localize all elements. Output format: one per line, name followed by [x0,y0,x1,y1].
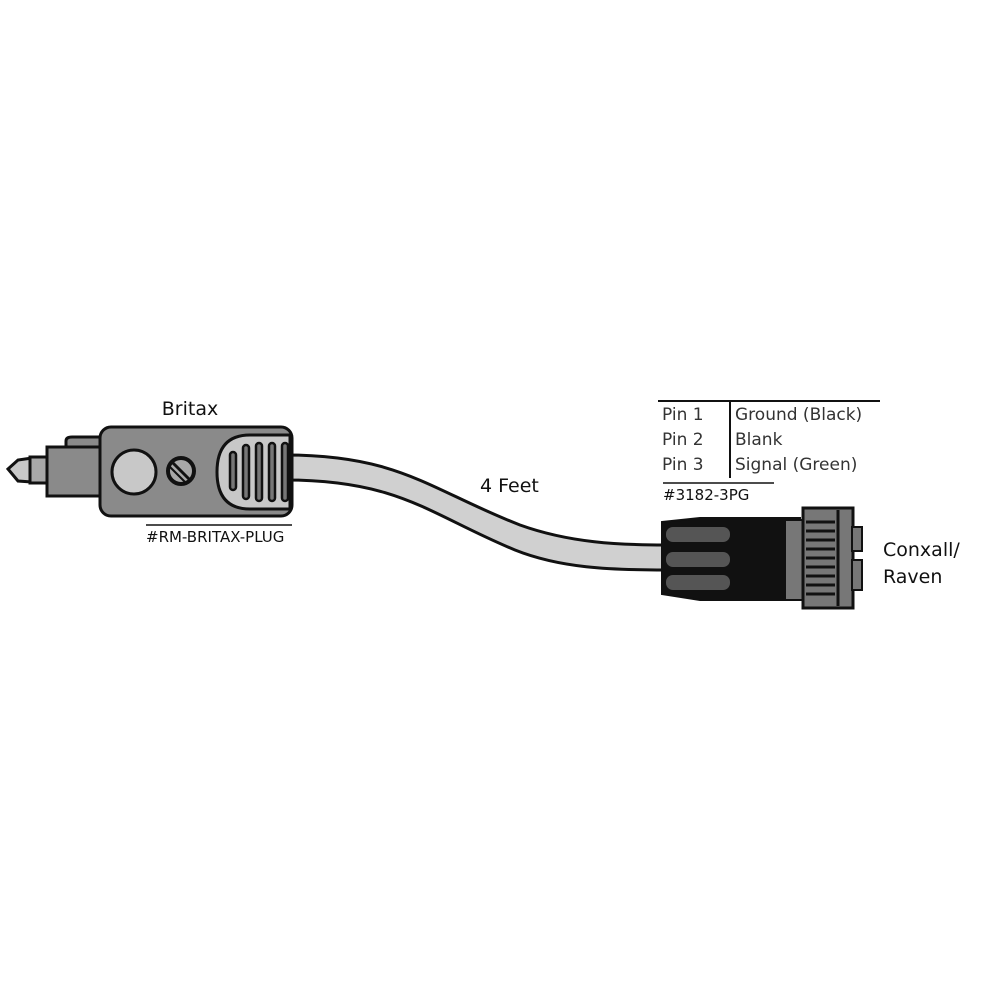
conxall-label-line2: Raven [883,566,942,588]
screw-icon [166,456,196,486]
grip [215,433,292,511]
pin-3-function: Signal (Green) [735,455,857,475]
button-circle [110,448,158,496]
cable [283,453,667,572]
pin-1-function: Ground (Black) [735,405,862,425]
pin-1: Pin 1 [662,405,704,425]
pin-3: Pin 3 [662,455,704,475]
britax-plug [5,425,294,518]
conxall-label-line1: Conxall/ [883,539,960,561]
conxall-connector [661,506,863,610]
pin-2: Pin 2 [662,430,704,450]
britax-label: Britax [162,398,218,420]
pinout-table: Pin 1 Ground (Black) Pin 2 Blank Pin 3 S… [658,400,880,478]
cable-length-label: 4 Feet [480,475,539,497]
conxall-part-number: #3182-3PG [663,486,749,504]
pin-2-function: Blank [735,430,783,450]
britax-part-number: #RM-BRITAX-PLUG [146,528,284,546]
